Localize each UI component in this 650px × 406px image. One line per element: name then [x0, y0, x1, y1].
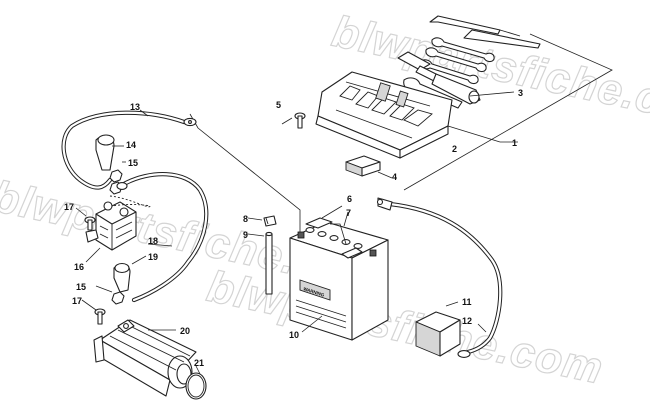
- bracket-toolkit: [403, 33, 613, 191]
- battery[interactable]: WARNING: [289, 217, 389, 341]
- starter-boot[interactable]: [113, 262, 131, 293]
- leader-9: [247, 233, 265, 237]
- callout-18: 18: [148, 236, 158, 246]
- nuts-lower[interactable]: [111, 291, 125, 305]
- leader-13: [139, 109, 149, 117]
- cable-13[interactable]: [61, 110, 197, 190]
- watermark-center: blwpartsfiche.com: [203, 262, 608, 394]
- callout-15-upper: 15: [128, 158, 138, 168]
- tool-tray[interactable]: [315, 71, 453, 159]
- leader-5: [281, 117, 293, 125]
- callout-4: 4: [392, 172, 397, 182]
- leader-7: [343, 211, 349, 227]
- callout-20: 20: [180, 326, 190, 336]
- dotted-ref: [109, 195, 151, 208]
- callout-12: 12: [462, 316, 472, 326]
- solenoid-bolt[interactable]: [84, 216, 96, 231]
- leader-3: [469, 91, 515, 97]
- callout-1: 1: [512, 138, 517, 148]
- foam-pad[interactable]: [415, 311, 461, 357]
- leader-8: [247, 217, 263, 221]
- callout-14: 14: [126, 140, 136, 150]
- battery-clip[interactable]: [263, 215, 277, 227]
- leader-18: [147, 243, 173, 247]
- starter-solenoid[interactable]: [85, 201, 137, 251]
- callout-21: 21: [194, 358, 204, 368]
- tray-pad[interactable]: [345, 155, 381, 177]
- leader-17a: [75, 207, 87, 217]
- tray-screw[interactable]: [294, 112, 306, 129]
- leader-7b: [330, 223, 347, 245]
- callout-7: 7: [346, 208, 351, 218]
- leader-6: [321, 205, 343, 219]
- callout-16: 16: [74, 262, 84, 272]
- callout-3: 3: [518, 88, 523, 98]
- battery-warning-label: WARNING: [303, 286, 326, 298]
- cable-18[interactable]: [116, 172, 209, 303]
- callout-9: 9: [243, 230, 248, 240]
- leader-11: [445, 301, 459, 307]
- callout-5: 5: [276, 100, 281, 110]
- starter-o-ring[interactable]: [185, 372, 207, 400]
- leader-10: [301, 315, 323, 333]
- leader-15b: [95, 285, 113, 293]
- callout-19: 19: [148, 252, 158, 262]
- callout-6: 6: [347, 194, 352, 204]
- leader-19: [131, 255, 147, 265]
- leader-2: [447, 125, 501, 143]
- callout-11: 11: [462, 297, 472, 307]
- callout-2: 2: [452, 144, 457, 154]
- callout-13: 13: [130, 102, 140, 112]
- watermark-group: blwpartsfiche.com blwpartsfiche.com blwp…: [0, 6, 650, 394]
- leader-12: [477, 323, 487, 333]
- callout-15-lower: 15: [76, 282, 86, 292]
- callout-17-lower: 17: [72, 296, 82, 306]
- leader-21: [195, 365, 201, 375]
- starter-bolt[interactable]: [94, 308, 106, 325]
- callouts: 1 2 3 4 5 6 7 8 9 10 11 12 13 14 15 15 1…: [64, 88, 523, 368]
- tool-kit[interactable]: [397, 15, 541, 109]
- callout-8: 8: [243, 214, 248, 224]
- nuts-upper[interactable]: [109, 169, 123, 195]
- battery-rod[interactable]: [265, 231, 273, 295]
- callout-17-upper: 17: [64, 202, 74, 212]
- ground-cable[interactable]: [376, 197, 503, 358]
- terminal-boot[interactable]: [95, 134, 115, 171]
- leader-4: [377, 171, 393, 179]
- leader-17b: [81, 299, 97, 311]
- starter-motor[interactable]: [93, 319, 197, 397]
- callout-10: 10: [289, 330, 299, 340]
- leader-16: [85, 247, 101, 263]
